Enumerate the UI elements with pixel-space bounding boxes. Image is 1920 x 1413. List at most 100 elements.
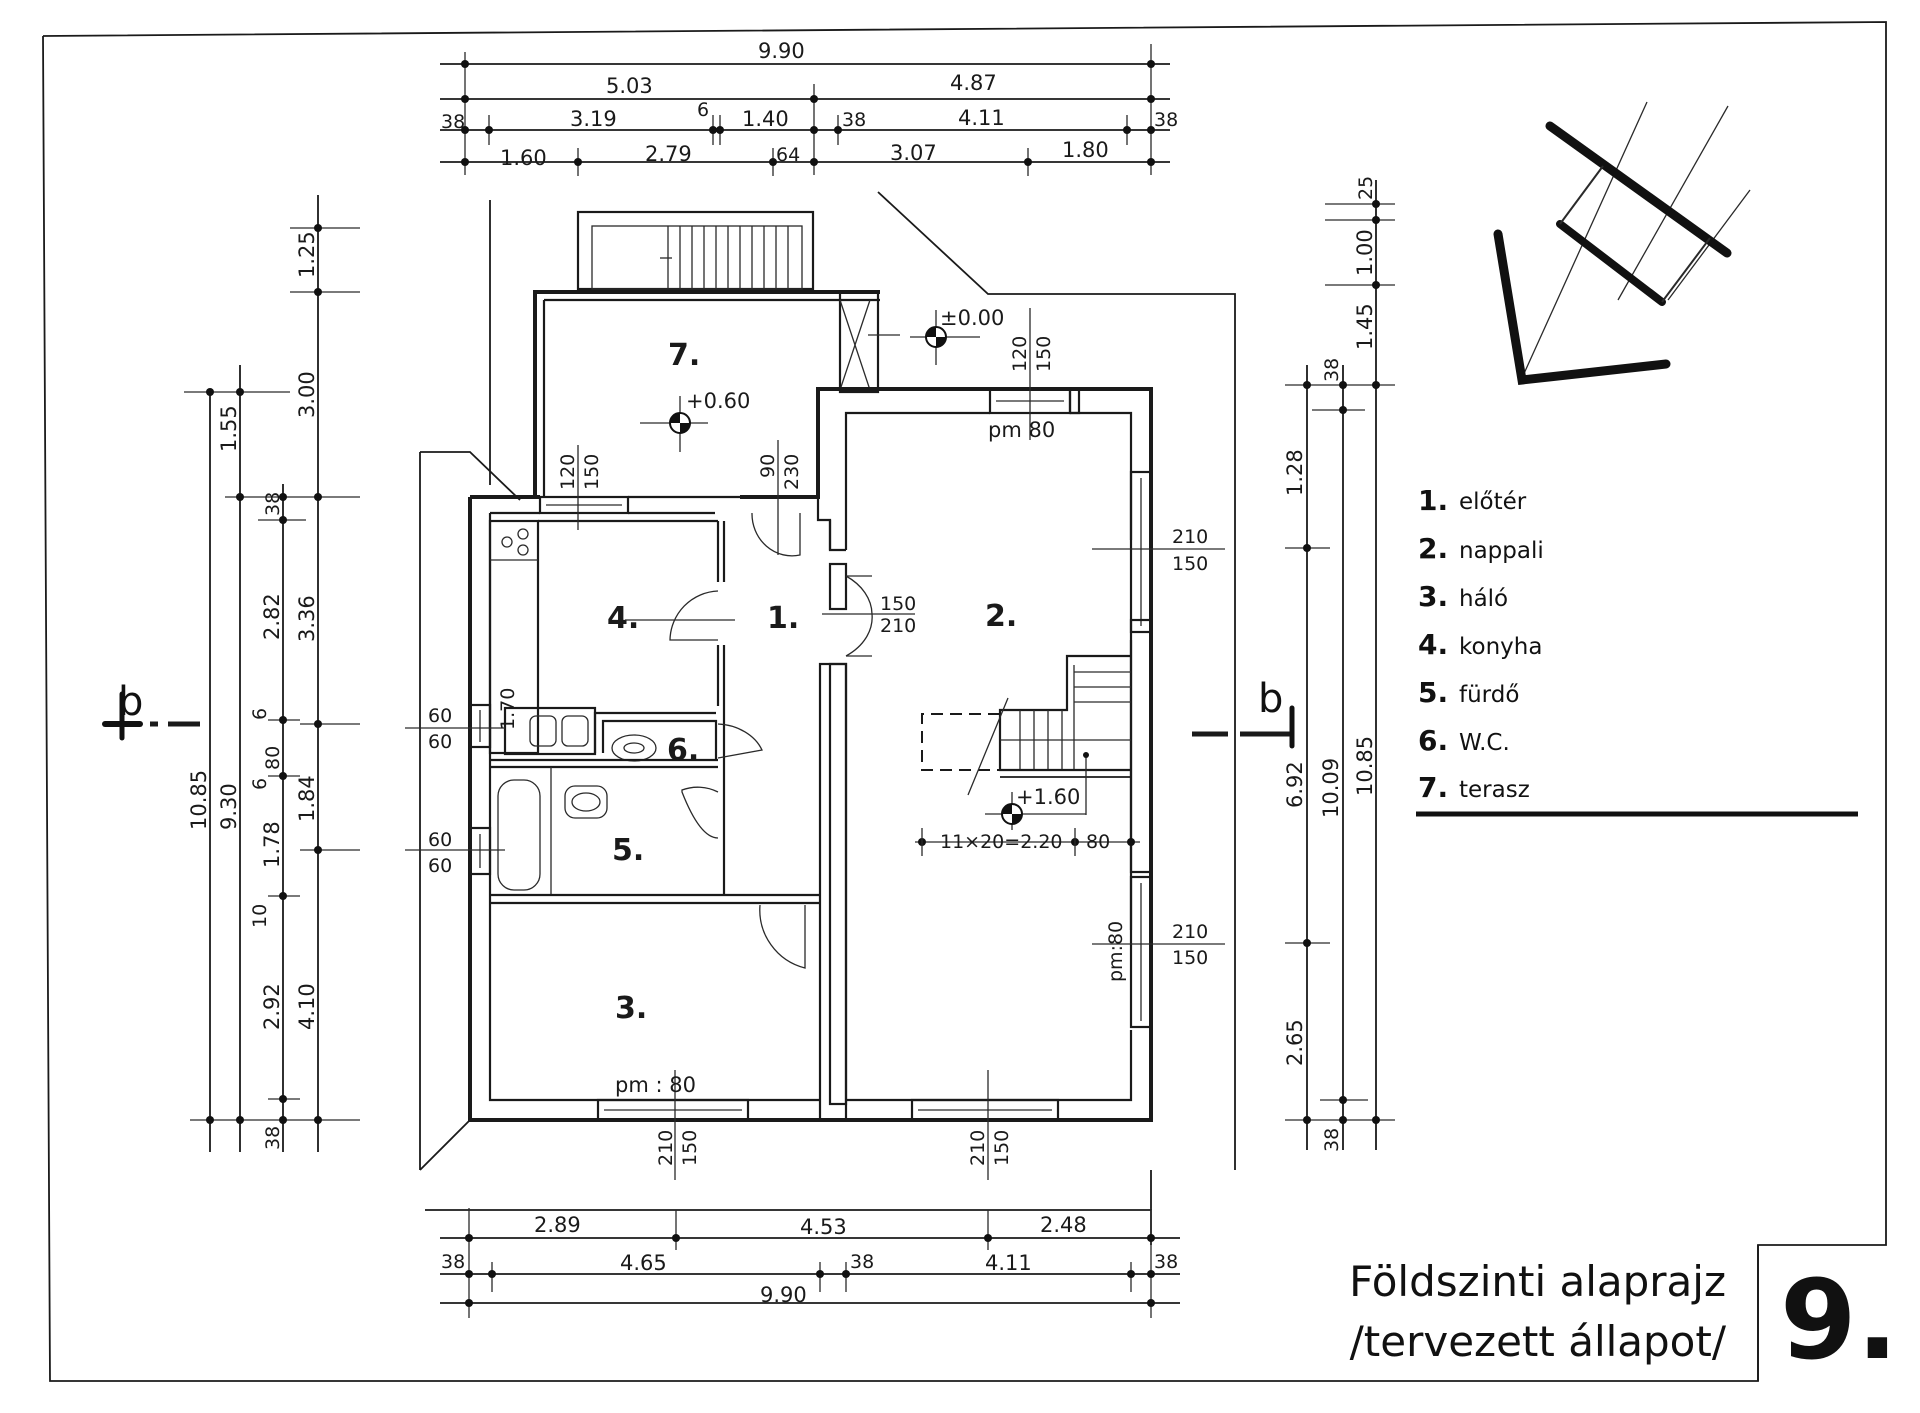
dim-top-r3-f: 4.11 <box>958 106 1005 130</box>
dim-left-6a: 6 <box>249 708 271 720</box>
dim-top-total: 9.90 <box>758 39 805 63</box>
svg-text:4.: 4. <box>1418 628 1448 661</box>
opening-terrace-door-top: 90 <box>757 454 779 478</box>
dim-bottom-4-53: 4.53 <box>800 1215 847 1239</box>
dim-right-6-92: 6.92 <box>1283 761 1307 808</box>
dim-left-3-00: 3.00 <box>295 371 319 418</box>
svg-text:terasz: terasz <box>1459 777 1530 803</box>
dim-right-38-top: 38 <box>1321 358 1343 382</box>
opening-annotations: 120 150 90 230 120 150 pm 80 150 210 210… <box>405 308 1225 1180</box>
dim-right-2-65: 2.65 <box>1283 1019 1307 1066</box>
svg-text:2.: 2. <box>1418 532 1448 565</box>
dimension-chain-bottom: 2.89 4.53 2.48 38 4.65 38 4.11 38 9.90 <box>440 1208 1180 1318</box>
svg-text:7.: 7. <box>1418 771 1448 804</box>
opening-living-right-window-2-bottom: 150 <box>1172 947 1208 969</box>
dim-left-1-25: 1.25 <box>295 231 319 278</box>
opening-kitchen-window-bottom: 150 <box>581 454 603 490</box>
section-marker-left: b <box>102 679 200 741</box>
room-label-5: 5. <box>612 833 644 868</box>
dim-left-4-10: 4.10 <box>295 983 319 1030</box>
dim-top-r3-g: 38 <box>1154 109 1178 131</box>
dim-right-25: 25 <box>1355 176 1377 200</box>
dim-left-80: 80 <box>262 746 284 770</box>
dim-top-r4-a: 1.60 <box>500 146 547 170</box>
room-label-4: 4. <box>607 601 639 636</box>
legend-item: 7. terasz <box>1418 771 1530 804</box>
dimension-chain-top: 9.90 5.03 4.87 38 3.19 6 1.40 38 4.11 38… <box>440 39 1178 176</box>
opening-living-top-window-bottom: 150 <box>1033 336 1055 372</box>
dim-left-3-36: 3.36 <box>295 595 319 642</box>
dim-bottom-38-mid: 38 <box>850 1251 874 1273</box>
legend-item: 5. fürdő <box>1418 676 1519 709</box>
stair-run: 11×20=2.20 <box>940 831 1063 853</box>
level-mark-landing: +1.60 <box>985 785 1086 830</box>
opening-bath-window-top: 60 <box>428 829 452 851</box>
room-label-3: 3. <box>615 991 647 1026</box>
opening-bath-window-bottom: 60 <box>428 855 452 877</box>
legend-item: 6. W.C. <box>1418 724 1510 757</box>
dim-top-r4-d: 3.07 <box>890 141 937 165</box>
svg-text:konyha: konyha <box>1459 634 1542 660</box>
opening-kitchen-window-top: 120 <box>557 454 579 490</box>
dim-top-r3-c: 6 <box>697 99 709 121</box>
section-label-left: b <box>118 679 143 725</box>
dim-top-left: 5.03 <box>606 74 653 98</box>
dimension-chain-left: 10.85 1.55 9.30 38 2.82 6 80 6 1.78 10 2… <box>184 195 360 1152</box>
opening-living-bottom-window-top: 210 <box>967 1130 989 1166</box>
opening-bedroom-sill: pm : 80 <box>615 1073 696 1097</box>
section-marker-right: b <box>1192 676 1295 749</box>
opening-living-top-sill: pm 80 <box>988 418 1055 442</box>
svg-text:W.C.: W.C. <box>1459 730 1510 756</box>
legend-item: 3. háló <box>1418 580 1508 613</box>
svg-text:nappali: nappali <box>1459 538 1544 564</box>
stair-landing-width: 80 <box>1086 831 1110 853</box>
level-mark-entrance: ±0.00 <box>910 306 1004 365</box>
level-mark-terrace: +0.60 <box>640 389 750 452</box>
opening-kitchen-sill: 1.70 <box>497 688 519 730</box>
opening-wc-window-top: 60 <box>428 705 452 727</box>
dim-left-10: 10 <box>249 904 271 928</box>
dim-left-outer: 10.85 <box>187 770 211 830</box>
opening-wc-window-bottom: 60 <box>428 731 452 753</box>
dim-left-9-30: 9.30 <box>217 783 241 830</box>
opening-entrance-door-top: 150 <box>880 593 916 615</box>
dim-left-1-55: 1.55 <box>217 405 241 452</box>
opening-living-right-window-1-top: 210 <box>1172 526 1208 548</box>
opening-living-bottom-window-bottom: 150 <box>991 1130 1013 1166</box>
svg-text:háló: háló <box>1459 586 1508 612</box>
opening-living-right-sill: pm:80 <box>1105 921 1127 982</box>
dim-bottom-4-65: 4.65 <box>620 1251 667 1275</box>
dim-right-38-bottom: 38 <box>1321 1128 1343 1152</box>
svg-text:3.: 3. <box>1418 580 1448 613</box>
dim-bottom-38-right: 38 <box>1154 1251 1178 1273</box>
opening-terrace-door-bottom: 230 <box>781 454 803 490</box>
title-block: Földszinti alaprajz /tervezett állapot/ … <box>1349 1256 1898 1384</box>
dimension-chain-right: 1.28 6.92 2.65 38 10.09 38 25 1.00 1.45 … <box>1283 176 1395 1152</box>
room-label-7: 7. <box>668 338 700 373</box>
dim-left-1-84: 1.84 <box>295 775 319 822</box>
room-label-6: 6. <box>667 733 699 768</box>
dim-top-r4-e: 1.80 <box>1062 138 1109 162</box>
sheet-number: 9. <box>1780 1256 1898 1384</box>
dim-right-1-28: 1.28 <box>1283 449 1307 496</box>
dim-top-r3-b: 3.19 <box>570 107 617 131</box>
dim-bottom-2-89: 2.89 <box>534 1213 581 1237</box>
svg-text:előtér: előtér <box>1459 489 1527 515</box>
dim-top-right: 4.87 <box>950 71 997 95</box>
opening-bedroom-window-bottom: 150 <box>679 1130 701 1166</box>
dim-bottom-2-48: 2.48 <box>1040 1213 1087 1237</box>
dim-right-10-85: 10.85 <box>1353 736 1377 796</box>
dim-right-10-09: 10.09 <box>1319 758 1343 818</box>
room-legend: 1. előtér 2. nappali 3. háló 4. konyha 5… <box>1416 484 1858 817</box>
north-arrow-icon <box>1493 101 1751 385</box>
dim-top-r3-a: 38 <box>441 111 465 133</box>
building-outline <box>419 191 1236 1245</box>
svg-text:6.: 6. <box>1418 724 1448 757</box>
svg-text:fürdő: fürdő <box>1459 682 1519 708</box>
drawing-subtitle: /tervezett állapot/ <box>1350 1317 1727 1366</box>
dim-bottom-total: 9.90 <box>760 1283 807 1307</box>
opening-bedroom-window-top: 210 <box>655 1130 677 1166</box>
dim-left-6b: 6 <box>249 778 271 790</box>
opening-living-top-window-top: 120 <box>1009 336 1031 372</box>
